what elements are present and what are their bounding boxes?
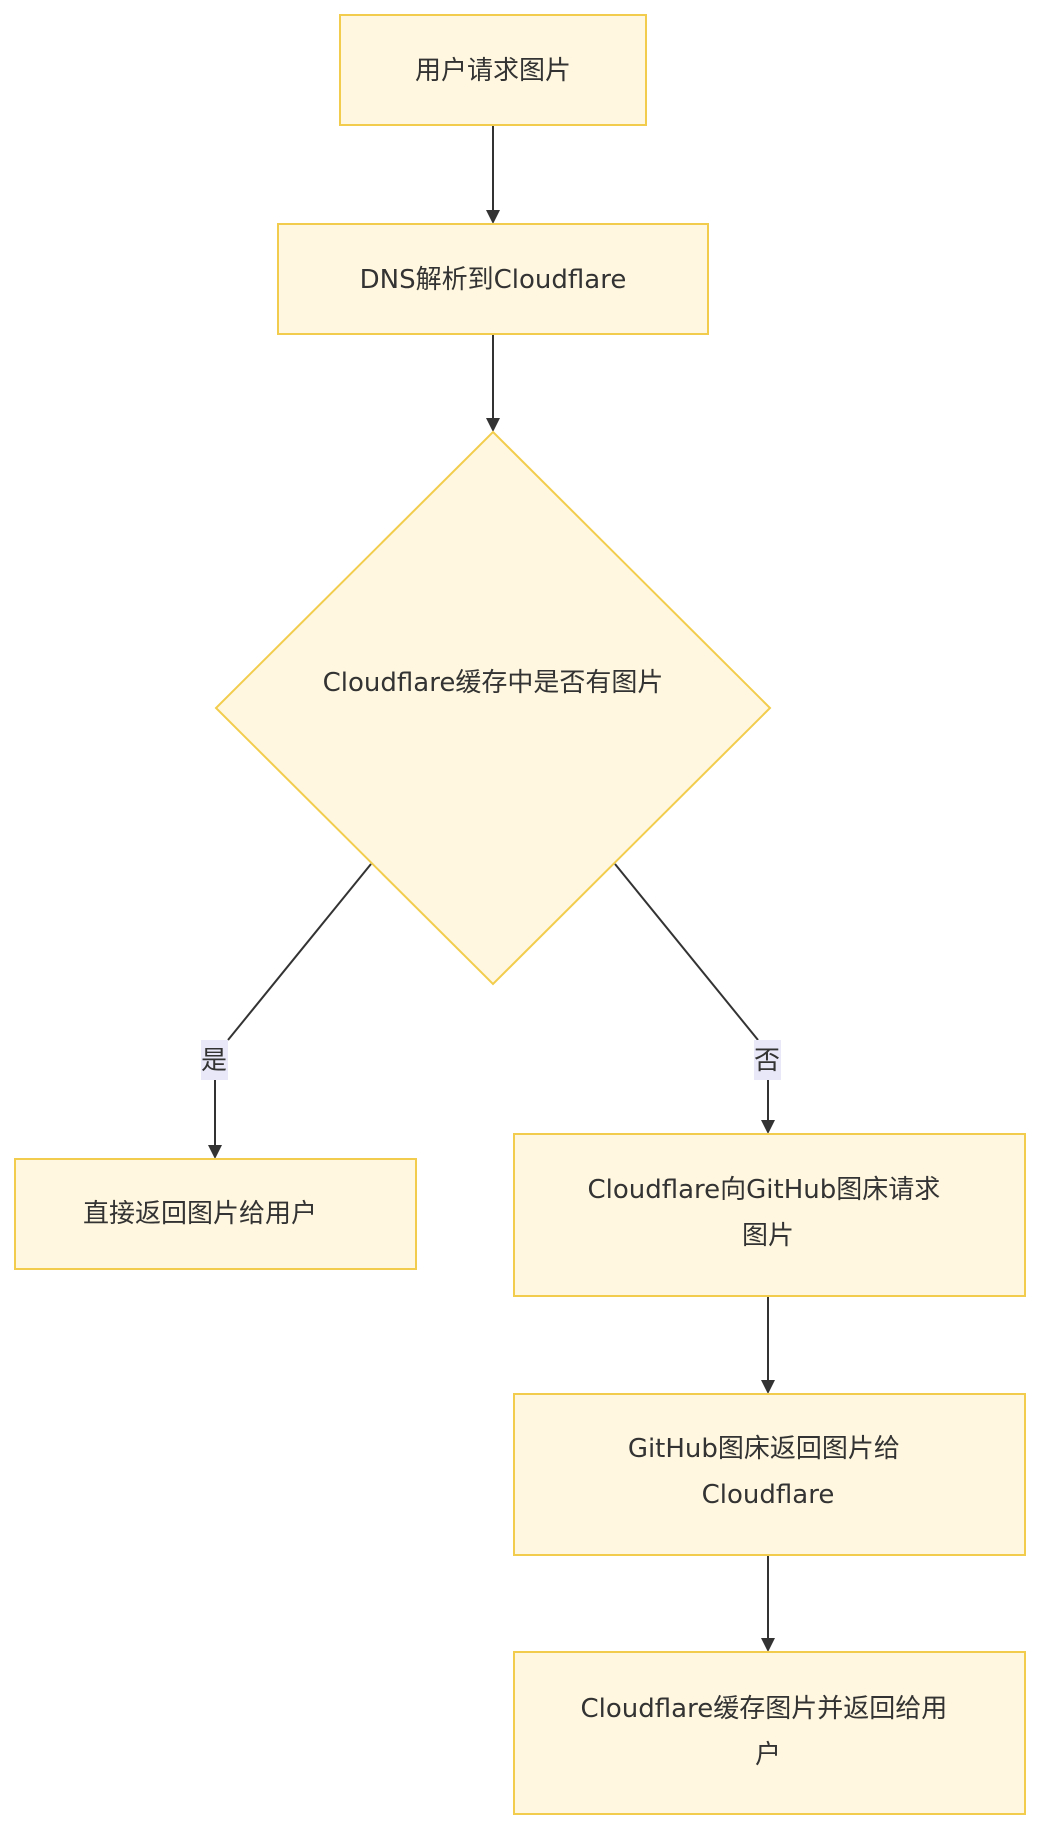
node-return-direct-text: 直接返回图片给用户 xyxy=(83,1199,317,1229)
edge-label-yes: 是 xyxy=(201,1040,228,1080)
svg-text:Cloudflare缓存图片并返回给用 户: Cloudflare缓存图片并返回给用 户 xyxy=(581,1694,956,1770)
node-dns-resolve-text: DNS解析到Cloudflare xyxy=(360,265,627,295)
edge-dns-to-decision xyxy=(486,334,500,432)
svg-text:用户请求图片: 用户请求图片 xyxy=(415,56,571,86)
svg-text:GitHub图床返回图片给 Cloudflare: GitHub图床返回图片给 Cloudflare xyxy=(628,1434,908,1510)
node-cache-and-return: Cloudflare缓存图片并返回给用 户 xyxy=(513,1651,1026,1815)
node-request-github-line-1: Cloudflare向GitHub图床请求 xyxy=(587,1175,940,1205)
edge-user-to-dns xyxy=(486,125,500,224)
node-cache-check-text: Cloudflare缓存中是否有图片 xyxy=(323,668,664,698)
svg-text:Cloudflare向GitHub图床请求 图片: Cloudflare向GitHub图床请求 图片 xyxy=(587,1175,948,1251)
svg-text:DNS解析到Cloudflare: DNS解析到Cloudflare xyxy=(360,265,627,295)
edge-label-no-text: 否 xyxy=(754,1046,780,1076)
svg-text:直接返回图片给用户: 直接返回图片给用户 xyxy=(83,1199,317,1229)
node-github-returns-line-1: GitHub图床返回图片给 xyxy=(628,1434,900,1464)
edge-github-return-to-cache xyxy=(761,1555,775,1652)
edge-decision-yes xyxy=(208,863,372,1159)
edge-label-yes-text: 是 xyxy=(201,1046,227,1076)
node-github-returns-line-2: Cloudflare xyxy=(702,1480,835,1510)
edge-label-no: 否 xyxy=(754,1040,781,1080)
svg-text:Cloudflare缓存中是否有图片: Cloudflare缓存中是否有图片 xyxy=(323,668,664,698)
node-user-request-text: 用户请求图片 xyxy=(415,56,571,86)
node-user-request: 用户请求图片 xyxy=(339,14,647,126)
node-cache-and-return-line-1: Cloudflare缓存图片并返回给用 xyxy=(581,1694,948,1724)
node-cache-check-decision: Cloudflare缓存中是否有图片 xyxy=(214,430,772,986)
edge-decision-no xyxy=(614,863,775,1134)
node-github-returns: GitHub图床返回图片给 Cloudflare xyxy=(513,1393,1026,1556)
node-cache-and-return-line-2: 户 xyxy=(755,1740,781,1770)
node-request-github: Cloudflare向GitHub图床请求 图片 xyxy=(513,1133,1026,1297)
node-return-direct: 直接返回图片给用户 xyxy=(14,1158,417,1270)
node-dns-resolve: DNS解析到Cloudflare xyxy=(277,223,709,335)
node-request-github-line-2: 图片 xyxy=(742,1221,794,1251)
edge-github-request-to-return xyxy=(761,1296,775,1394)
